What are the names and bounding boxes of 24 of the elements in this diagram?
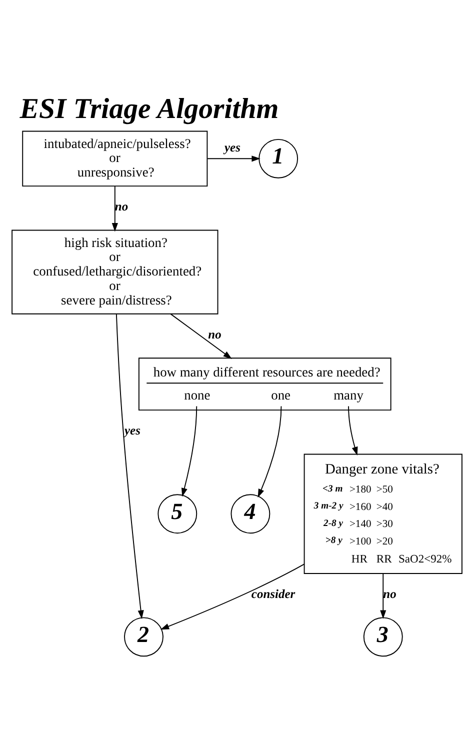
node-circle: 2 bbox=[124, 616, 164, 656]
arrow bbox=[170, 313, 232, 358]
edge-label: yes bbox=[224, 140, 240, 154]
edge-label: yes bbox=[124, 422, 140, 437]
arrow bbox=[116, 313, 144, 618]
arrow bbox=[160, 563, 305, 630]
arrow bbox=[207, 155, 260, 162]
node-box: intubated/apneic/pulseless? or unresponsive? bbox=[22, 130, 208, 186]
node-circle: 3 bbox=[363, 616, 403, 656]
arrow bbox=[112, 185, 118, 232]
arrow bbox=[348, 405, 358, 456]
node-circle: 1 bbox=[258, 138, 298, 178]
edge-label: no bbox=[383, 586, 396, 600]
node-circle: 4 bbox=[230, 494, 270, 534]
arrow bbox=[380, 572, 386, 618]
diagram-title: ESI Triage Algorithm bbox=[20, 92, 279, 124]
node-box: high risk situation? or confused/lethargic/disoriented? or severe pain/distress? bbox=[12, 229, 218, 314]
node-box: how many different resources are needed? none one many bbox=[138, 357, 392, 410]
arrow bbox=[181, 405, 198, 496]
edge-label: consider bbox=[251, 586, 296, 600]
arrow bbox=[258, 405, 282, 498]
node-box: Danger zone vitals? <3 m >180 >50 3 m-2 y >160 >40 2-8 y >140 >30 >8 y >100 >20 HR RR SaO2<92% bbox=[304, 453, 462, 574]
edge-label: no bbox=[208, 326, 222, 341]
node-circle: 5 bbox=[158, 494, 198, 534]
